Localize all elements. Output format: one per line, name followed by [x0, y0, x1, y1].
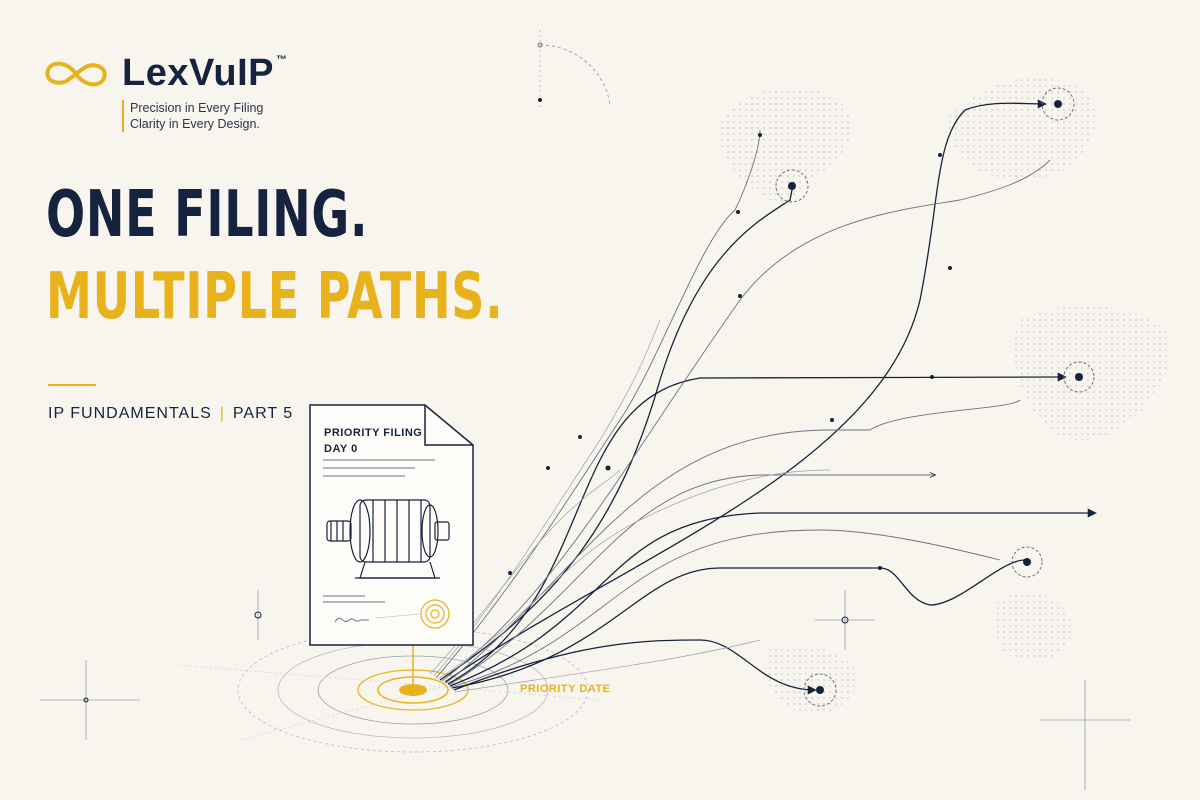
series-part: PART 5: [232, 405, 294, 422]
priority-date-label: PRIORITY DATE: [520, 683, 611, 695]
brand-name: LexVuIP: [122, 52, 275, 94]
document-title: PRIORITY FILING DAY 0: [324, 425, 422, 457]
tagline-line-1: Precision in Every Filing: [130, 101, 264, 115]
series-separator: |: [219, 405, 225, 422]
trademark-symbol: ™: [276, 53, 288, 66]
path-route-2: [444, 99, 1047, 683]
headline: ONE FILING. MULTIPLE PATHS.: [46, 178, 503, 334]
destination-marker-south-america: [803, 673, 837, 707]
series-label: IP FUNDAMENTALS | PART 5: [48, 405, 293, 423]
map-region-north-america: [720, 87, 852, 203]
destination-marker-europe: [1041, 87, 1075, 121]
priority-filing-document: [309, 404, 474, 646]
document-title-line-1: PRIORITY FILING: [324, 427, 423, 439]
tagline-line-2: Clarity in Every Design.: [130, 117, 260, 131]
electric-motor-icon: [326, 499, 450, 579]
series-topic: IP FUNDAMENTALS: [48, 405, 212, 422]
infinity-icon: [45, 61, 107, 86]
destination-marker-southeast: [1011, 546, 1043, 578]
path-route-1: [439, 189, 793, 681]
headline-line-2: MULTIPLE PATHS.: [46, 260, 504, 334]
destination-marker-asia: [1063, 361, 1095, 393]
headline-line-1: ONE FILING.: [46, 178, 369, 252]
seal-icon: [420, 599, 450, 629]
signature-icon: [334, 617, 369, 623]
destination-marker-north-america: [775, 169, 809, 203]
accent-rule: [48, 384, 96, 386]
priority-date-origin: [179, 627, 601, 753]
map-region-europe: [947, 77, 1096, 181]
map-region-australia: [992, 593, 1073, 661]
path-route-4: [449, 508, 1097, 687]
map-region-asia: [1013, 306, 1171, 441]
brand-tagline: Precision in Every Filing Clarity in Eve…: [122, 100, 263, 132]
path-route-6: [453, 639, 817, 695]
map-region-south-america: [764, 645, 857, 715]
document-title-line-2: DAY 0: [324, 443, 358, 455]
